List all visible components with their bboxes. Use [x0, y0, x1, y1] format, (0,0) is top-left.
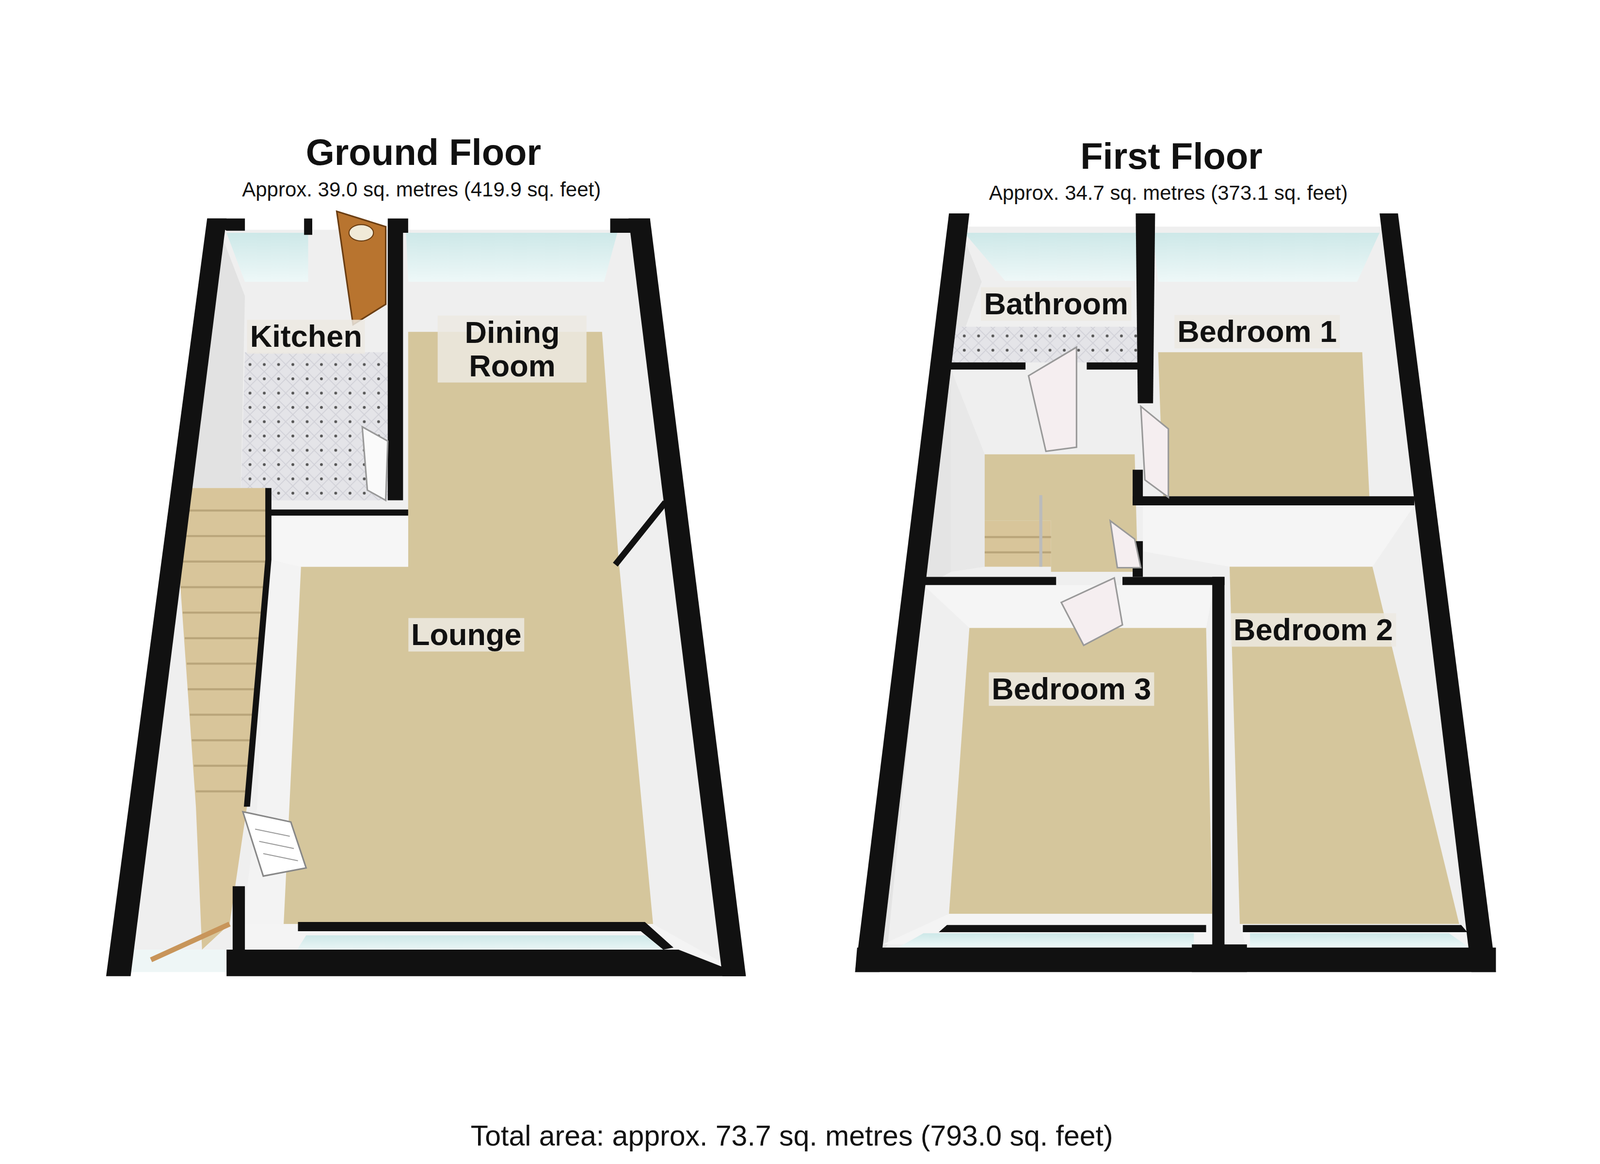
wall: [106, 218, 227, 976]
wall: [1212, 576, 1225, 947]
window: [226, 232, 308, 282]
carpet-floor: [280, 331, 654, 924]
wall: [948, 362, 1026, 370]
floor-plan: First FloorApprox. 34.7 sq. metres (373.…: [851, 120, 1500, 983]
window: [964, 232, 1138, 281]
room-label: Bathroom: [980, 287, 1132, 321]
stair-tread: [177, 534, 268, 537]
room-label: Bedroom 3: [988, 672, 1154, 706]
grille-line: [255, 828, 290, 836]
kitchen-floor: [240, 352, 388, 500]
room: Lounge: [285, 515, 654, 924]
heater-grille: [255, 828, 298, 861]
wall: [1132, 496, 1415, 506]
partition-face: [270, 513, 409, 567]
window: [1152, 232, 1380, 282]
grille-line: [263, 853, 299, 861]
carpet-floor: [1229, 566, 1460, 924]
wall: [938, 924, 1206, 932]
room: Bedroom 1: [1152, 285, 1370, 495]
window: [130, 949, 227, 972]
internal-door: [1110, 520, 1141, 568]
first-floor-plan: [855, 213, 1497, 972]
wall: [106, 218, 747, 976]
stair-tread: [193, 764, 251, 767]
internal-door: [362, 426, 388, 501]
stair-tread: [195, 789, 248, 792]
room: Bedroom 3: [887, 586, 1215, 929]
room-label: Lounge: [408, 617, 525, 652]
wall-face: [1239, 923, 1480, 950]
wall: [267, 509, 408, 516]
stair-rail: [1039, 495, 1043, 567]
internal-door: [1028, 347, 1168, 646]
wall: [387, 218, 409, 501]
wall: [243, 487, 272, 807]
stair-tread: [179, 560, 267, 563]
wall: [1122, 576, 1225, 585]
floor-plan: Ground FloorApprox. 39.0 sq. metres (419…: [101, 120, 755, 983]
wall: [1086, 362, 1138, 370]
wall: [226, 949, 746, 976]
room: Dining Room: [406, 295, 608, 511]
stair-tread: [182, 611, 263, 614]
wall: [298, 921, 674, 950]
room-label: Kitchen: [247, 320, 366, 354]
floor-title: Ground Floor: [305, 131, 542, 173]
wall: [855, 213, 1497, 972]
wall-face: [1142, 505, 1415, 567]
room: Bedroom 2: [1214, 510, 1470, 929]
wall: [855, 947, 1497, 973]
window: [295, 934, 669, 952]
heater: [242, 811, 306, 877]
caption: Total area: approx. 73.7 sq. metres (793…: [470, 1119, 1114, 1152]
internal-door: [1028, 347, 1077, 452]
room: Bathroom: [954, 280, 1138, 368]
room: Kitchen: [240, 295, 390, 500]
grille-line: [259, 841, 295, 849]
stair-tread: [184, 637, 261, 640]
stair-tread: [180, 585, 265, 588]
wall: [304, 218, 313, 236]
front-door: [336, 211, 386, 325]
bathroom-floor: [950, 326, 1138, 363]
carpet-floor: [948, 627, 1213, 914]
floor-area: Approx. 39.0 sq. metres (419.9 sq. feet): [241, 178, 601, 201]
stair-tread: [189, 713, 255, 716]
internal-door: [1061, 577, 1123, 646]
wall: [1242, 924, 1468, 932]
room-label: Dining Room: [437, 315, 587, 383]
room-label: Bedroom 1: [1174, 314, 1340, 349]
floor-title: First Floor: [1080, 135, 1263, 177]
landing-face: [950, 369, 985, 572]
chimney-wall: [615, 502, 666, 565]
wall: [207, 218, 245, 231]
floor-area: Approx. 34.7 sq. metres (373.1 sq. feet): [989, 181, 1348, 205]
carpet-floor: [1158, 352, 1370, 496]
wall: [1379, 213, 1496, 972]
back-door: [150, 923, 230, 960]
window: [406, 232, 618, 282]
stair-tread: [187, 688, 256, 690]
wall: [855, 213, 970, 972]
door-glass: [349, 224, 374, 241]
wall: [610, 218, 651, 233]
internal-door: [1140, 406, 1169, 497]
stair-tread: [192, 738, 253, 741]
wall: [232, 885, 245, 950]
wall: [923, 576, 1057, 585]
ground-floor-plan: [106, 211, 747, 976]
window: [897, 932, 1194, 947]
window: [1249, 932, 1470, 947]
wall: [628, 218, 746, 976]
wall-face: [872, 226, 1480, 965]
room-label: Bedroom 2: [1230, 612, 1396, 647]
wall: [1135, 213, 1155, 404]
stair-tread: [186, 662, 258, 665]
